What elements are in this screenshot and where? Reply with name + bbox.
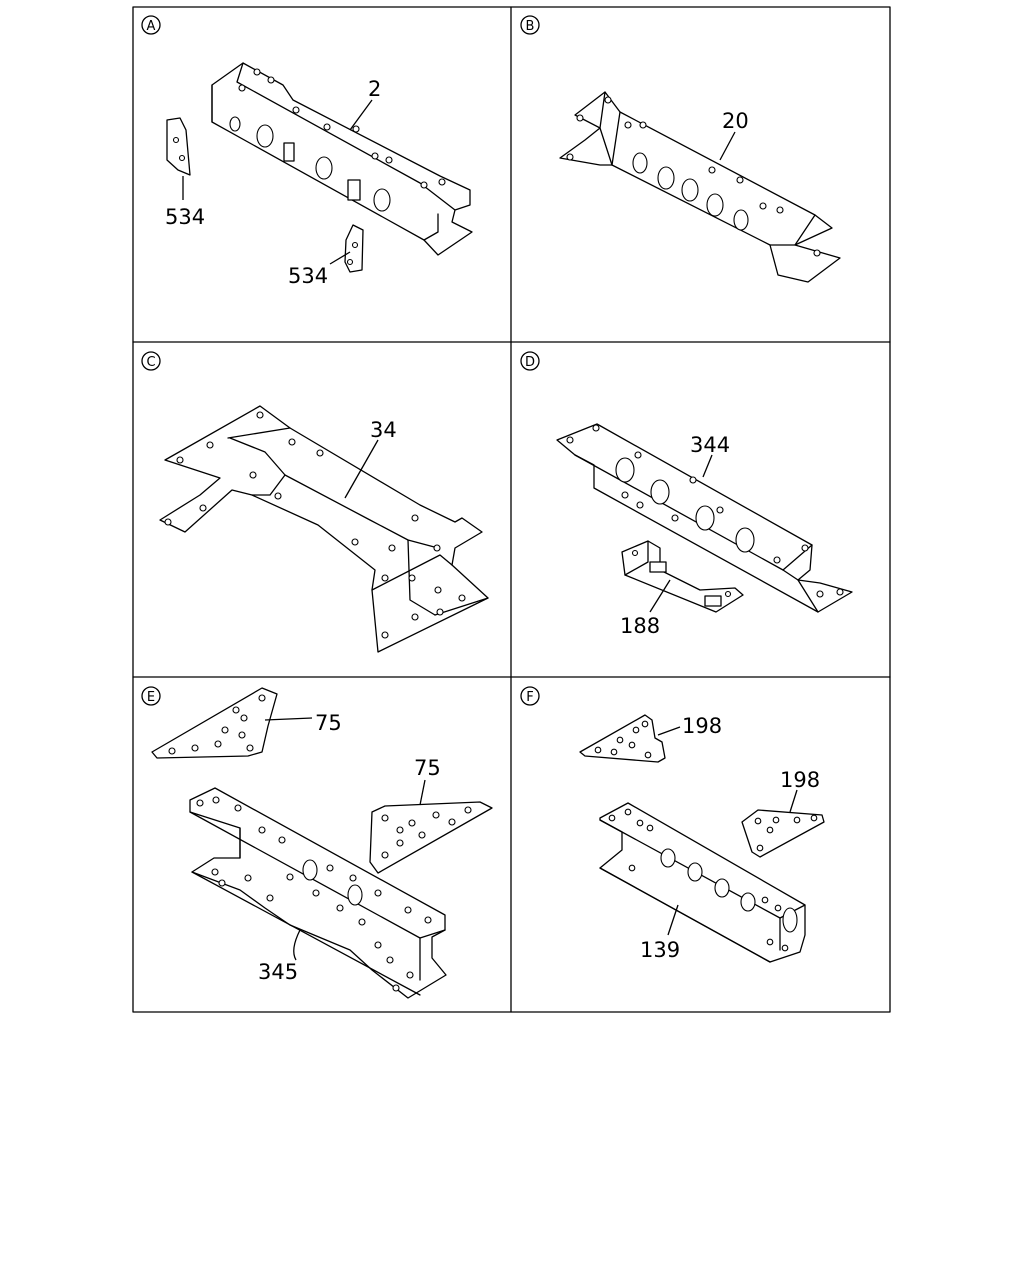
svg-text:E: E: [147, 690, 155, 705]
crossmember-345-drawing: [189, 787, 447, 999]
bracket-188-drawing: [621, 540, 744, 613]
bracket-534-upper-drawing: [166, 117, 191, 176]
callout-534-lower: 534: [288, 264, 328, 288]
panel-e-label: E: [141, 686, 161, 706]
svg-text:F: F: [526, 690, 533, 705]
crossmember-20-drawing: [559, 91, 841, 283]
panel-b: B 20: [520, 15, 841, 283]
panel-c: C 34: [141, 351, 489, 653]
svg-text:C: C: [146, 355, 155, 370]
callout-188: 188: [620, 614, 660, 638]
panel-e: E: [141, 686, 493, 999]
panel-d-label: D: [520, 351, 540, 371]
crossmember-139-drawing: [599, 802, 806, 963]
callout-198-right: 198: [780, 768, 820, 792]
callout-198-left: 198: [682, 714, 722, 738]
crossmember-2-drawing: [211, 62, 473, 256]
callout-344: 344: [690, 433, 730, 457]
gusset-198-right-drawing: [741, 809, 825, 858]
svg-text:B: B: [526, 19, 535, 34]
panel-d: D 344 188: [520, 351, 853, 638]
callout-34: 34: [370, 418, 397, 442]
gusset-198-left-drawing: [579, 714, 666, 763]
panel-b-label: B: [520, 15, 540, 35]
callout-20: 20: [722, 109, 749, 133]
crossmember-344-drawing: [556, 423, 853, 613]
bracket-534-lower-drawing: [344, 224, 364, 273]
callout-534-upper: 534: [165, 205, 205, 229]
panel-a-label: A: [141, 15, 161, 35]
crossmember-34-drawing: [159, 405, 489, 653]
callout-345: 345: [258, 960, 298, 984]
callout-75-right: 75: [414, 756, 441, 780]
panel-a: A 2 534: [141, 15, 473, 288]
svg-text:A: A: [147, 19, 156, 34]
callout-75-left: 75: [315, 711, 342, 735]
panel-f-label: F: [520, 686, 540, 706]
panel-c-label: C: [141, 351, 161, 371]
svg-text:D: D: [525, 355, 535, 370]
callout-2: 2: [368, 77, 381, 101]
panel-f: F: [520, 686, 825, 963]
panel-grid: [132, 6, 891, 1013]
gusset-75-left-drawing: [151, 687, 278, 759]
gusset-75-right-drawing: [369, 801, 493, 874]
callout-139: 139: [640, 938, 680, 962]
